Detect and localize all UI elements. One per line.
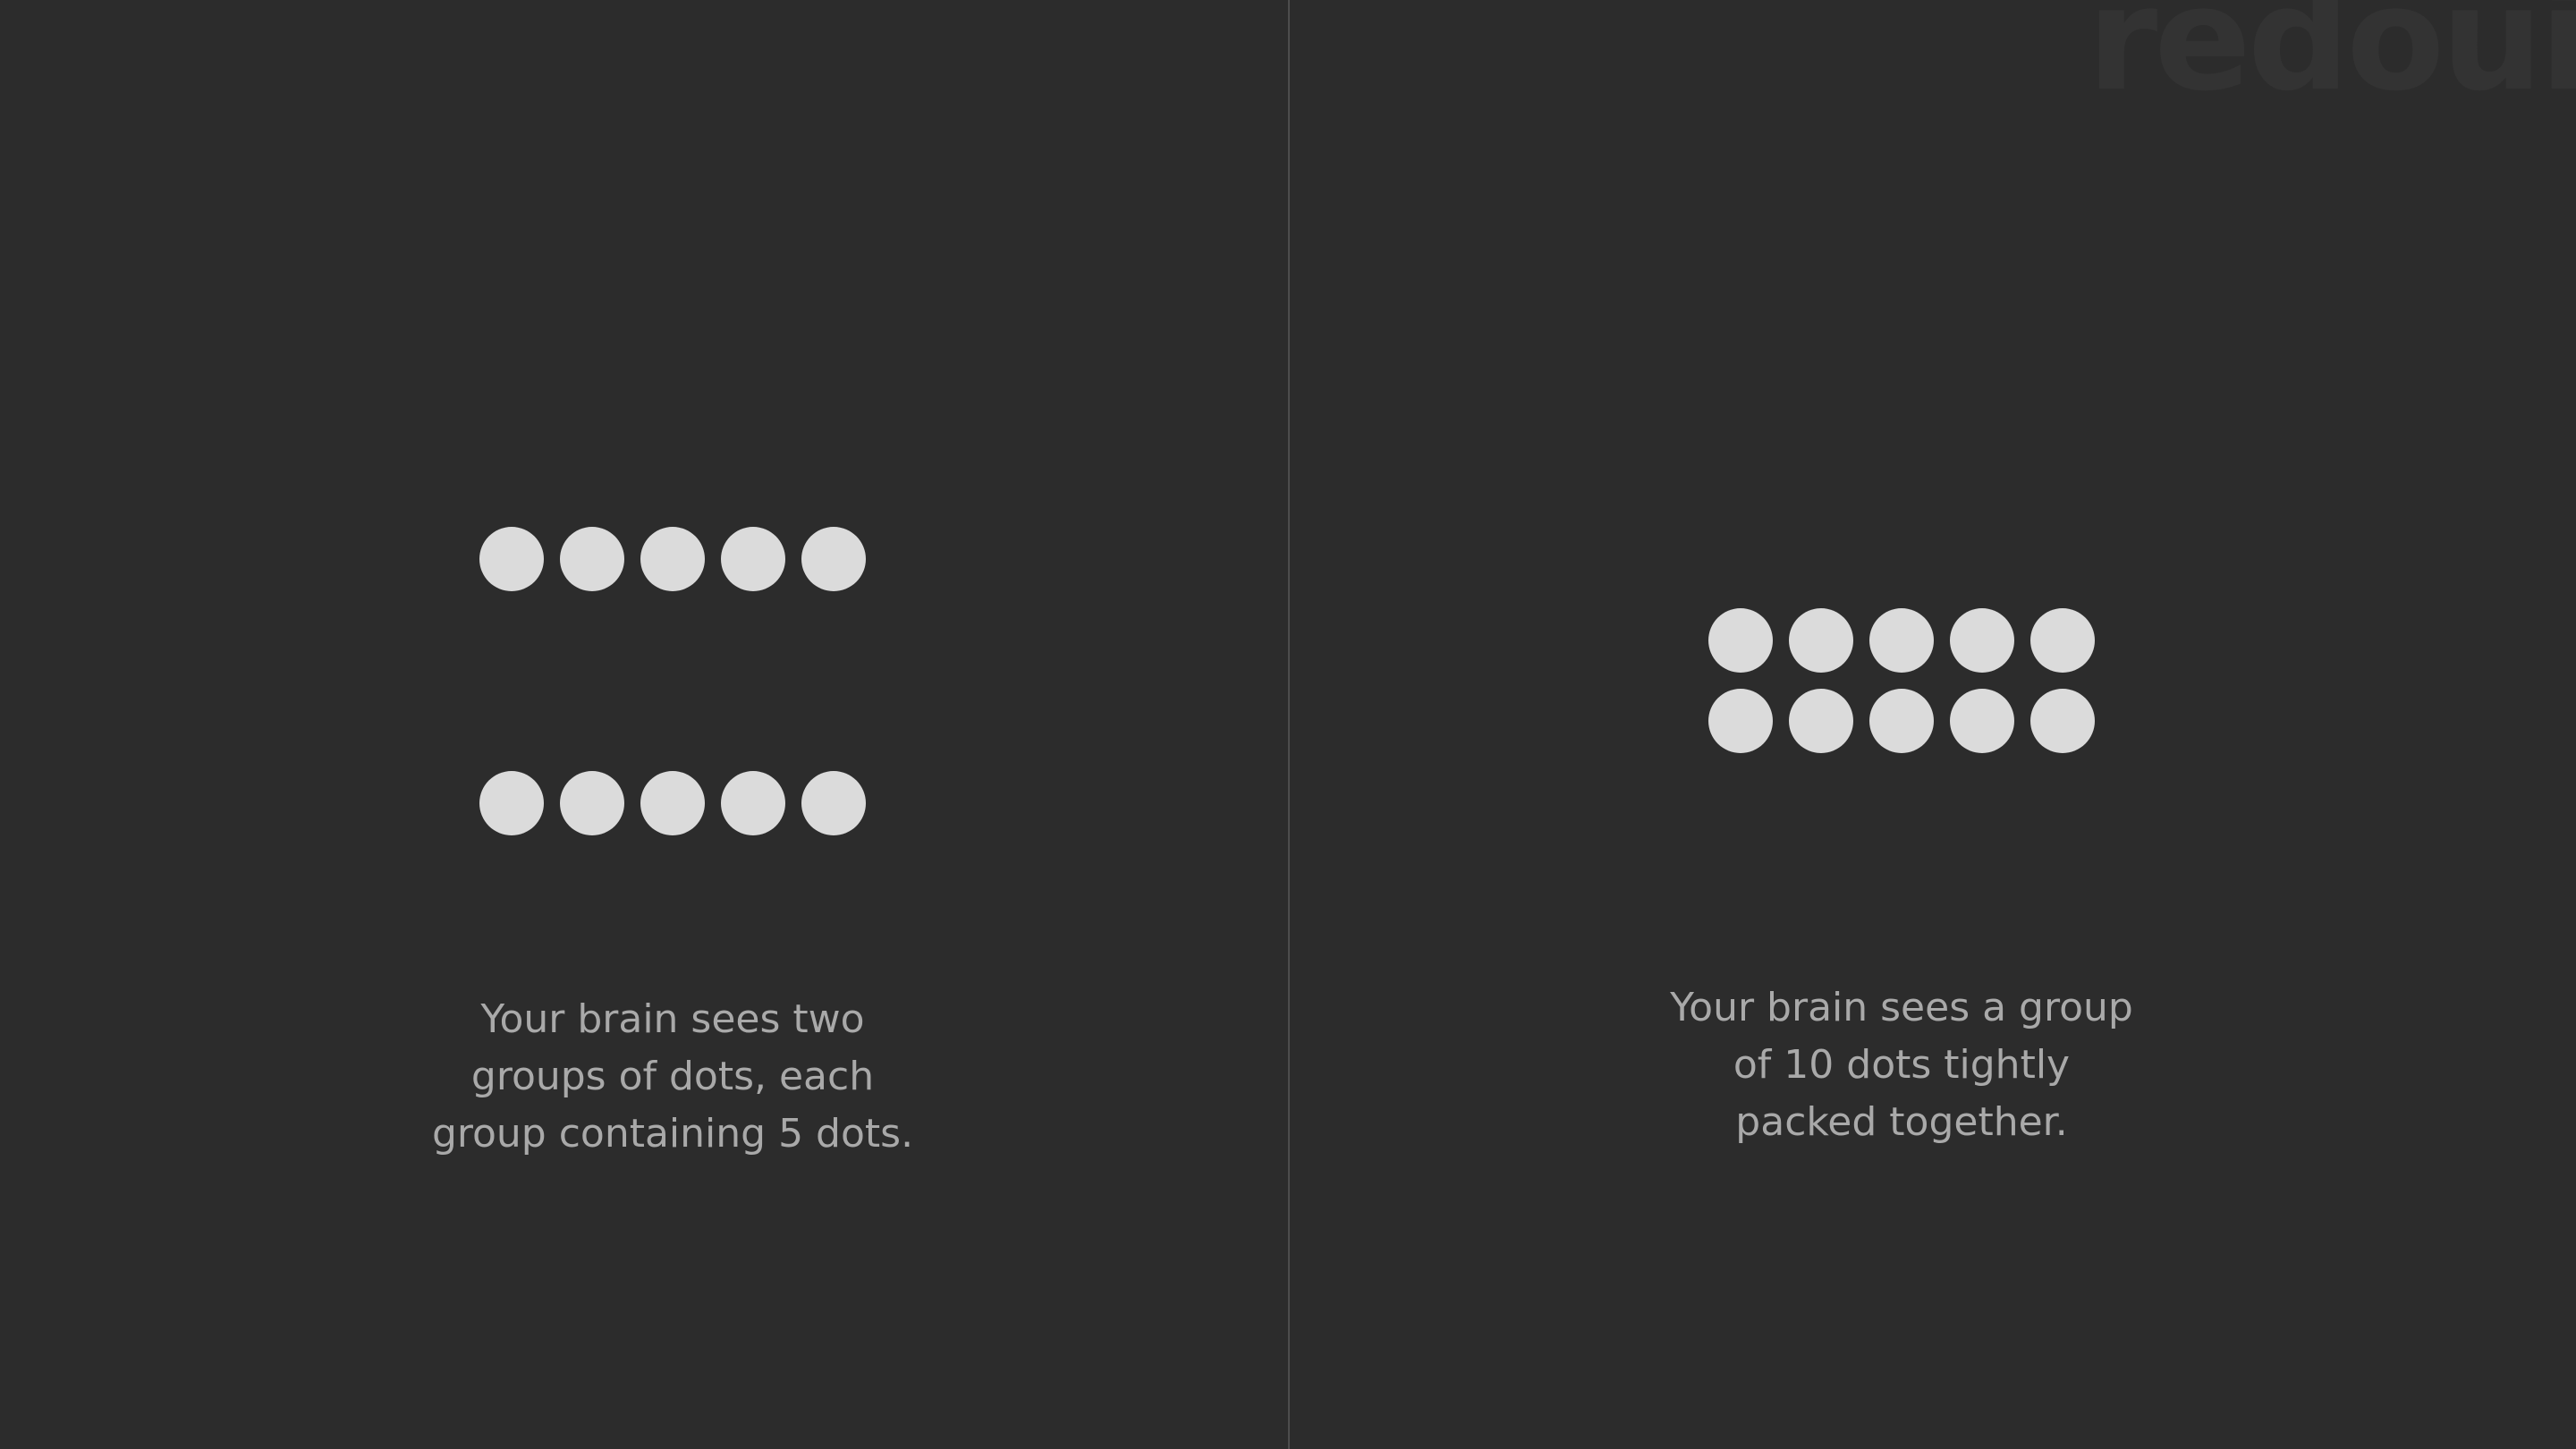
left-bottom-dot [640,771,705,835]
right-dot [1789,689,1853,753]
left-bottom-dot [801,771,866,835]
watermark-logo: redoui [2087,0,2576,123]
right-dot [1789,608,1853,673]
right-dot [2030,608,2095,673]
right-dot-group [1708,608,2095,753]
left-caption-line-3: group containing 5 dots. [431,1111,914,1157]
left-bottom-dot [560,771,624,835]
right-dot [2030,689,2095,753]
panel-divider [1288,0,1290,1449]
left-caption-line-2: groups of dots, each [470,1054,875,1099]
right-dot [1869,689,1934,753]
left-top-dot [801,527,866,591]
left-bottom-dot [721,771,785,835]
left-caption: Your brain sees two groups of dots, each… [404,991,941,1163]
right-dot [1950,608,2014,673]
right-caption: Your brain sees a group of 10 dots tight… [1633,979,2170,1151]
left-top-dot [560,527,624,591]
right-dot [1708,689,1773,753]
left-top-dot [721,527,785,591]
right-dot [1708,608,1773,673]
left-top-dot [640,527,705,591]
right-dot [1869,608,1934,673]
left-top-dot-group [479,527,866,591]
right-caption-line-2: of 10 dots tightly [1733,1042,2071,1088]
left-top-dot [479,527,544,591]
right-dot [1950,689,2014,753]
left-bottom-dot-group [479,771,866,835]
left-bottom-dot [479,771,544,835]
left-caption-line-1: Your brain sees two [480,996,865,1042]
right-caption-line-3: packed together. [1735,1099,2068,1145]
right-caption-line-1: Your brain sees a group [1670,985,2133,1030]
